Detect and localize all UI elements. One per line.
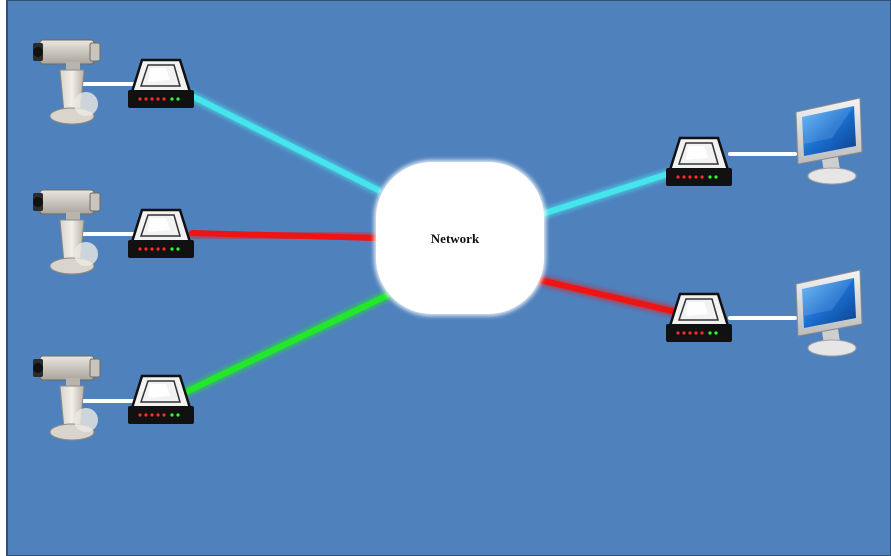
- link-camera-3: [183, 291, 391, 396]
- link-camera-1: [185, 90, 383, 195]
- link-camera-2: [187, 228, 381, 243]
- network-label: Network: [431, 231, 480, 246]
- network-cloud: Network: [374, 160, 546, 316]
- network-links: [183, 90, 677, 396]
- link-monitor-2: [535, 275, 677, 316]
- link-monitor-1: [537, 169, 673, 219]
- device-cables: [76, 82, 797, 403]
